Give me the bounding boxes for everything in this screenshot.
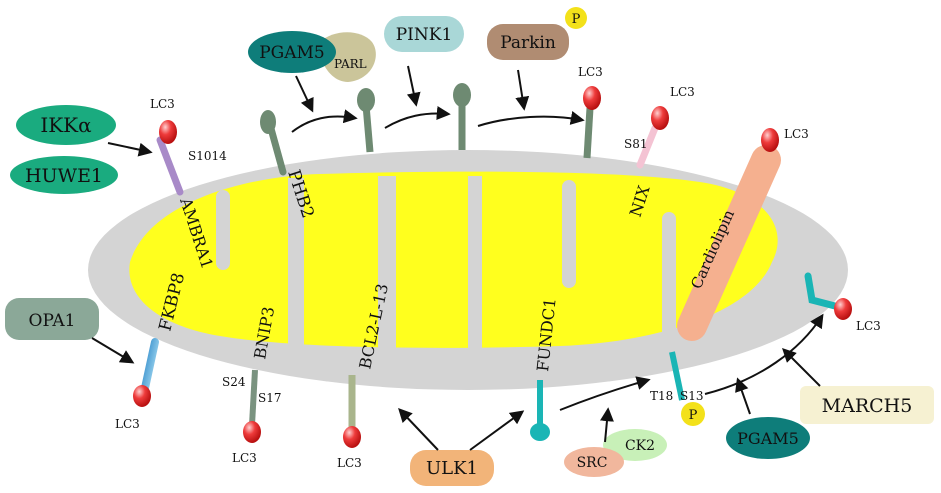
svg-text:SRC: SRC [577, 455, 608, 471]
arrows [91, 65, 824, 451]
receptors [141, 83, 839, 441]
arrow-parkin [515, 69, 530, 111]
ambra1-stalk [156, 136, 184, 196]
lc3-label-fkbp8: LC3 [115, 417, 140, 431]
lc3-ball-right [834, 298, 852, 320]
lc3-ball-top [583, 86, 601, 110]
svg-text:PGAM5: PGAM5 [737, 429, 799, 448]
fundc1-head [530, 423, 550, 441]
site-s81: S81 [624, 137, 648, 151]
site-t18: T18 [650, 389, 673, 403]
phospho-badge-parkin [565, 7, 587, 29]
crista-4 [468, 176, 482, 352]
site-s17: S17 [258, 391, 282, 405]
arrow-opa1 [91, 337, 135, 364]
arrow-stalk-3 [477, 111, 585, 127]
fkbp8-stalk [141, 338, 159, 392]
arrow-src [599, 407, 614, 443]
svg-text:ULK1: ULK1 [426, 458, 478, 479]
arrow-pink1 [406, 65, 421, 107]
bnip3-stalk [249, 369, 258, 426]
lc3-ball-bcl2l13 [343, 426, 361, 448]
svg-text:IKKα: IKKα [40, 113, 91, 137]
lc3-markers [133, 86, 852, 448]
mitochondrion [88, 150, 848, 390]
lc3-ball-nix [651, 106, 669, 130]
lc3-label-right: LC3 [856, 319, 881, 333]
lc3-ball-cardiolipin [761, 128, 779, 152]
arrow-stalk-1 [291, 109, 358, 133]
lc3-labels: LC3 LC3 LC3 LC3 LC3 LC3 LC3 LC3 [115, 65, 881, 470]
opa1-node: OPA1 [5, 298, 99, 340]
svg-text:HUWE1: HUWE1 [25, 165, 103, 187]
svg-text:PARL: PARL [334, 57, 367, 71]
phb2-stalk [266, 121, 287, 176]
teal-stalk-right [804, 272, 839, 310]
svg-text:CK2: CK2 [625, 438, 655, 454]
site-s13: S13 [680, 389, 704, 403]
lc3-label-ambra1: LC3 [150, 97, 175, 111]
teal-stalk-bottom [669, 351, 685, 401]
nix-stalk [636, 124, 659, 169]
ikka-node: IKKα [16, 105, 116, 145]
site-s24: S24 [222, 375, 246, 389]
svg-text:MARCH5: MARCH5 [822, 395, 913, 417]
crista-5 [562, 180, 576, 288]
lc3-label-bnip3: LC3 [232, 451, 257, 465]
ck2-blob [603, 429, 667, 461]
arrow-ulk1-right [469, 410, 525, 451]
svg-text:P: P [689, 408, 698, 423]
phb2-head [260, 110, 276, 134]
lc3-label-nix: LC3 [670, 85, 695, 99]
lc3-ball-bnip3 [243, 421, 261, 443]
arrow-march5 [782, 348, 821, 387]
src-ck2-node: CK2 SRC [564, 429, 667, 477]
site-s1014: S1014 [188, 149, 227, 163]
lc3-label-top: LC3 [578, 65, 603, 79]
arrow-stalk-2 [384, 106, 451, 129]
march5-node: MARCH5 [800, 386, 934, 424]
huwe1-node: HUWE1 [10, 156, 118, 194]
lc3-label-bcl2l13: LC3 [337, 456, 362, 470]
svg-text:OPA1: OPA1 [29, 311, 76, 331]
crista-3 [378, 176, 396, 354]
arrow-to-lc3-right [704, 313, 824, 395]
arrow-to-t18 [559, 376, 651, 411]
pgam5-bottom-node: PGAM5 [726, 417, 810, 459]
crista-2 [288, 178, 304, 353]
stalk-4 [583, 107, 594, 159]
phospho-badge-fundc1: P [681, 402, 705, 426]
src-blob [564, 447, 624, 477]
crista-1 [216, 190, 230, 270]
stalk-2-head [357, 88, 375, 112]
svg-text:PGAM5: PGAM5 [259, 43, 325, 63]
regulators: IKKα HUWE1 PARL PGAM5 PINK1 Parkin P [5, 7, 934, 486]
ulk1-node: ULK1 [410, 450, 494, 486]
svg-text:PINK1: PINK1 [396, 25, 453, 45]
pink1-node: PINK1 [384, 16, 464, 52]
crista-6 [662, 212, 676, 348]
lc3-ball-fkbp8 [133, 385, 151, 407]
parkin-node: Parkin P [487, 7, 587, 60]
site-labels: S1014 S81 S24 S17 T18 S13 [188, 137, 704, 405]
arrow-huwe1-ambra1 [107, 142, 153, 157]
svg-text:Parkin: Parkin [500, 33, 556, 53]
stalk-2 [362, 104, 374, 153]
arrow-ulk1-left [398, 407, 439, 451]
arrow-pgam5-bottom [735, 377, 751, 415]
lc3-ball-ambra1 [159, 120, 177, 144]
cardiolipin-band [677, 145, 781, 341]
stalk-3-head [453, 83, 471, 107]
arrow-pgam5-top [295, 75, 314, 113]
svg-text:P: P [572, 12, 581, 27]
lc3-label-cardiolipin: LC3 [784, 127, 809, 141]
pgam5-parl-node: PARL PGAM5 [248, 31, 376, 82]
